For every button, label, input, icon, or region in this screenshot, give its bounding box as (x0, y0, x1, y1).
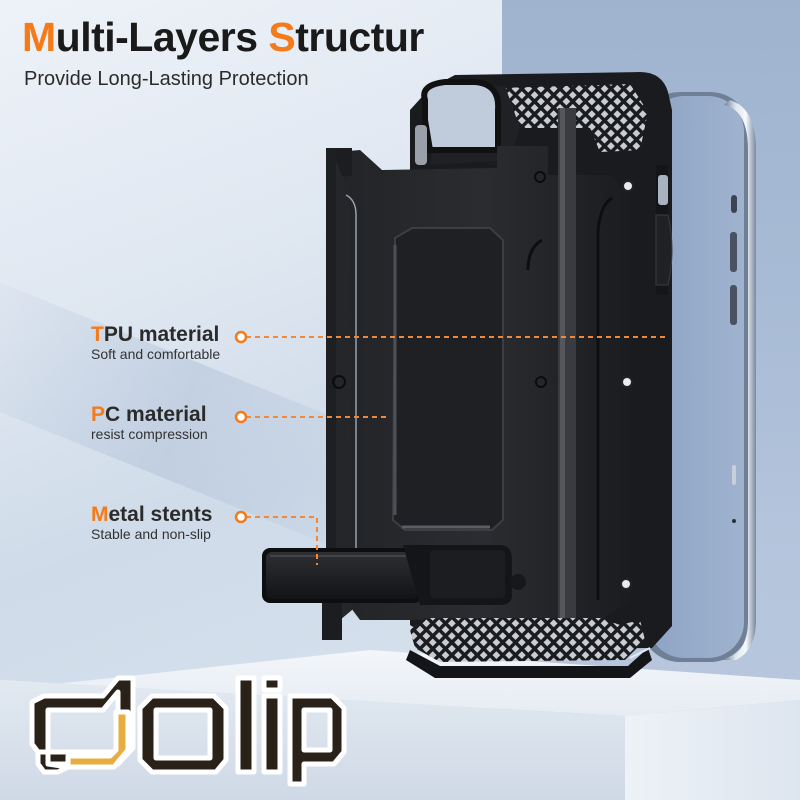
kickstand (262, 545, 526, 605)
subheadline: Provide Long-Lasting Protection (24, 68, 309, 90)
feature-metal: Metal stents Stable and non-slip (91, 503, 213, 543)
headline-text-1: ulti-Layers (55, 14, 269, 60)
feature-pc: PC material resist compression (91, 403, 208, 443)
feature-pc-desc: resist compression (91, 426, 208, 442)
feature-metal-title: Metal stents (91, 503, 213, 526)
feature-tpu-title: TPU material (91, 323, 220, 346)
volume-down-button (730, 285, 737, 325)
feature-metal-desc: Stable and non-slip (91, 526, 211, 542)
feature-tpu: TPU material Soft and comfortable (91, 323, 221, 363)
mute-switch (731, 195, 737, 213)
feature-pc-title: PC material (91, 403, 207, 426)
screw (620, 578, 632, 590)
feature-tpu-desc: Soft and comfortable (91, 346, 221, 362)
headline: Multi-Layers Structur (22, 14, 424, 61)
screw (622, 180, 634, 192)
headline-accent-s: S (268, 14, 296, 60)
headline-accent-m: M (22, 14, 56, 60)
protective-case (262, 72, 673, 678)
volume-up-button (730, 232, 737, 272)
headline-text-2: tructur (295, 14, 424, 60)
screw (621, 376, 633, 388)
brand-logo (29, 675, 347, 787)
